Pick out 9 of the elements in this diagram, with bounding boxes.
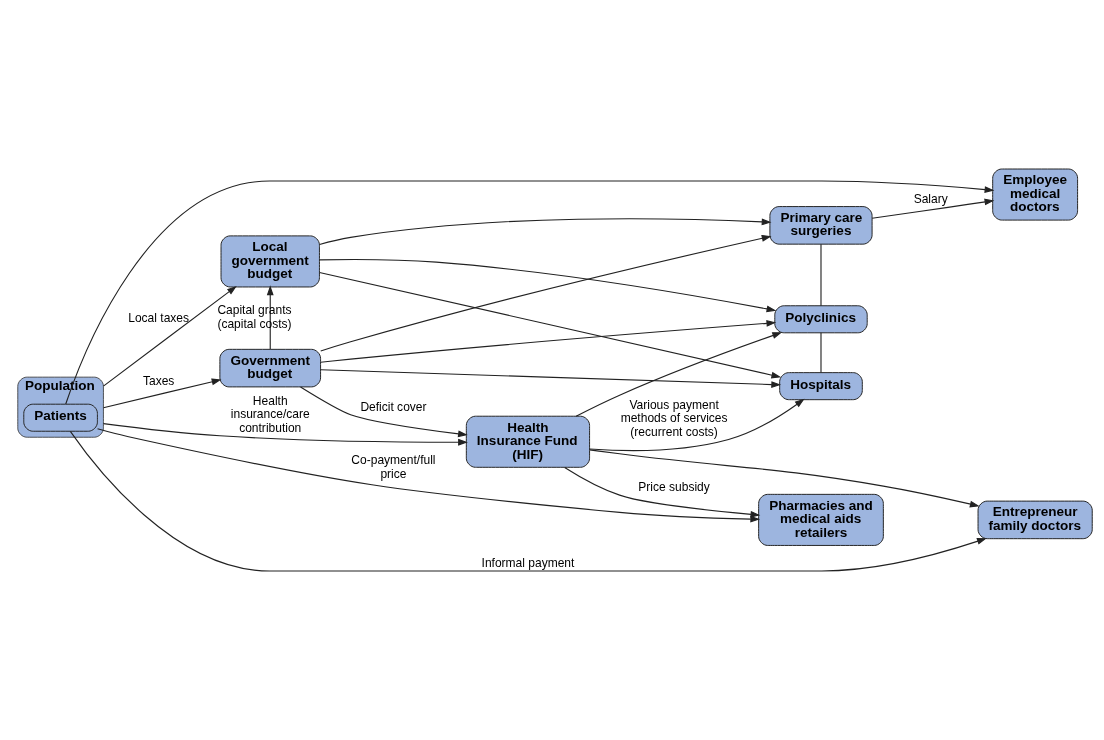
edge-label: Price subsidy — [638, 480, 710, 495]
edge-label: Salary — [913, 192, 948, 207]
edge-label: Taxes — [142, 373, 175, 388]
edge-label: Local taxes — [128, 311, 190, 326]
edge-label: Informal payment — [481, 556, 575, 571]
edge-label: Health insurance/care contribution — [230, 393, 310, 435]
edge-label: Various payment methods of services (recurrent costs) — [620, 397, 728, 439]
edge-label: Co-payment/full price — [351, 453, 436, 481]
edge-label: Deficit cover — [360, 399, 427, 414]
